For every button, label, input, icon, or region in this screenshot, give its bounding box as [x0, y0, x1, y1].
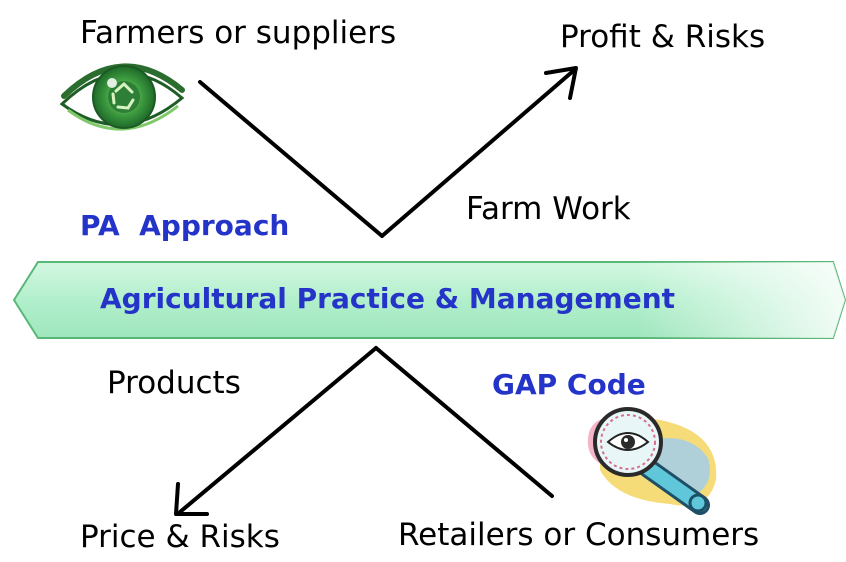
label-farmers-or-suppliers: Farmers or suppliers — [80, 15, 397, 51]
connector-line-retailers — [374, 346, 554, 498]
connector-line-farmers — [198, 80, 384, 238]
label-profit-and-risks: Profit & Risks — [560, 19, 766, 55]
magnifier-eye-icon — [587, 407, 717, 515]
eye-icon — [59, 63, 185, 131]
label-gap-code: GAP Code — [492, 368, 646, 401]
arrowhead-profit — [544, 66, 578, 100]
label-retailers-or-consumers: Retailers or Consumers — [398, 517, 760, 553]
label-products: Products — [107, 365, 241, 401]
label-pa-approach: PA Approach — [80, 209, 290, 242]
banner-shine — [14, 262, 845, 338]
connector-line-products — [178, 346, 378, 514]
banner-title: Agricultural Practice & Management — [100, 282, 676, 315]
label-farm-work: Farm Work — [466, 191, 631, 227]
label-price-and-risks: Price & Risks — [80, 519, 280, 555]
arrowhead-price — [174, 482, 209, 516]
connector-line-profit — [380, 70, 574, 238]
